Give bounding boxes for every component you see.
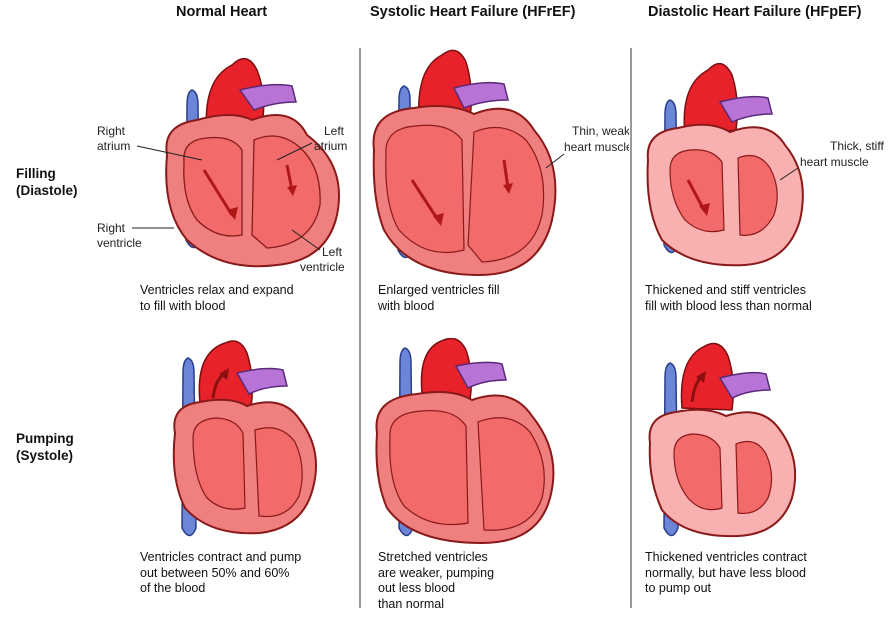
- label-left-ventricle-2: ventricle: [300, 260, 345, 274]
- label-thin-2: heart muscle: [564, 140, 629, 154]
- row-label-filling: Filling(Diastole): [16, 165, 78, 199]
- column-header-diastolic: Diastolic Heart Failure (HFpEF): [648, 4, 862, 20]
- label-right-ventricle-2: ventricle: [97, 236, 142, 250]
- label-thick-2: heart muscle: [800, 155, 869, 169]
- label-right-ventricle-1: Right: [97, 221, 126, 235]
- label-thick-1: Thick, stiff: [830, 139, 884, 153]
- column-divider-1: [359, 48, 361, 608]
- row-label-pumping: Pumping(Systole): [16, 430, 74, 464]
- column-divider-2: [630, 48, 632, 608]
- heart-normal-filling: Right atrium Left atrium Right ventricle…: [92, 40, 357, 280]
- heart-diastolic-filling: Thick, stiff heart muscle: [640, 40, 890, 280]
- heart-diastolic-pumping: [640, 338, 840, 548]
- heart-systolic-filling: Thin, weak heart muscle: [364, 40, 629, 280]
- heart-systolic-pumping: [372, 338, 627, 548]
- label-left-ventricle-1: Left: [322, 245, 343, 259]
- heart-normal-pumping: [155, 338, 355, 548]
- label-left-atrium-1: Left: [324, 124, 345, 138]
- label-thin-1: Thin, weak: [572, 124, 629, 138]
- column-header-systolic: Systolic Heart Failure (HFrEF): [370, 4, 575, 20]
- label-left-atrium-2: atrium: [314, 139, 347, 153]
- label-right-atrium-1: Right: [97, 124, 126, 138]
- label-right-atrium-2: atrium: [97, 139, 130, 153]
- column-header-normal: Normal Heart: [176, 4, 267, 20]
